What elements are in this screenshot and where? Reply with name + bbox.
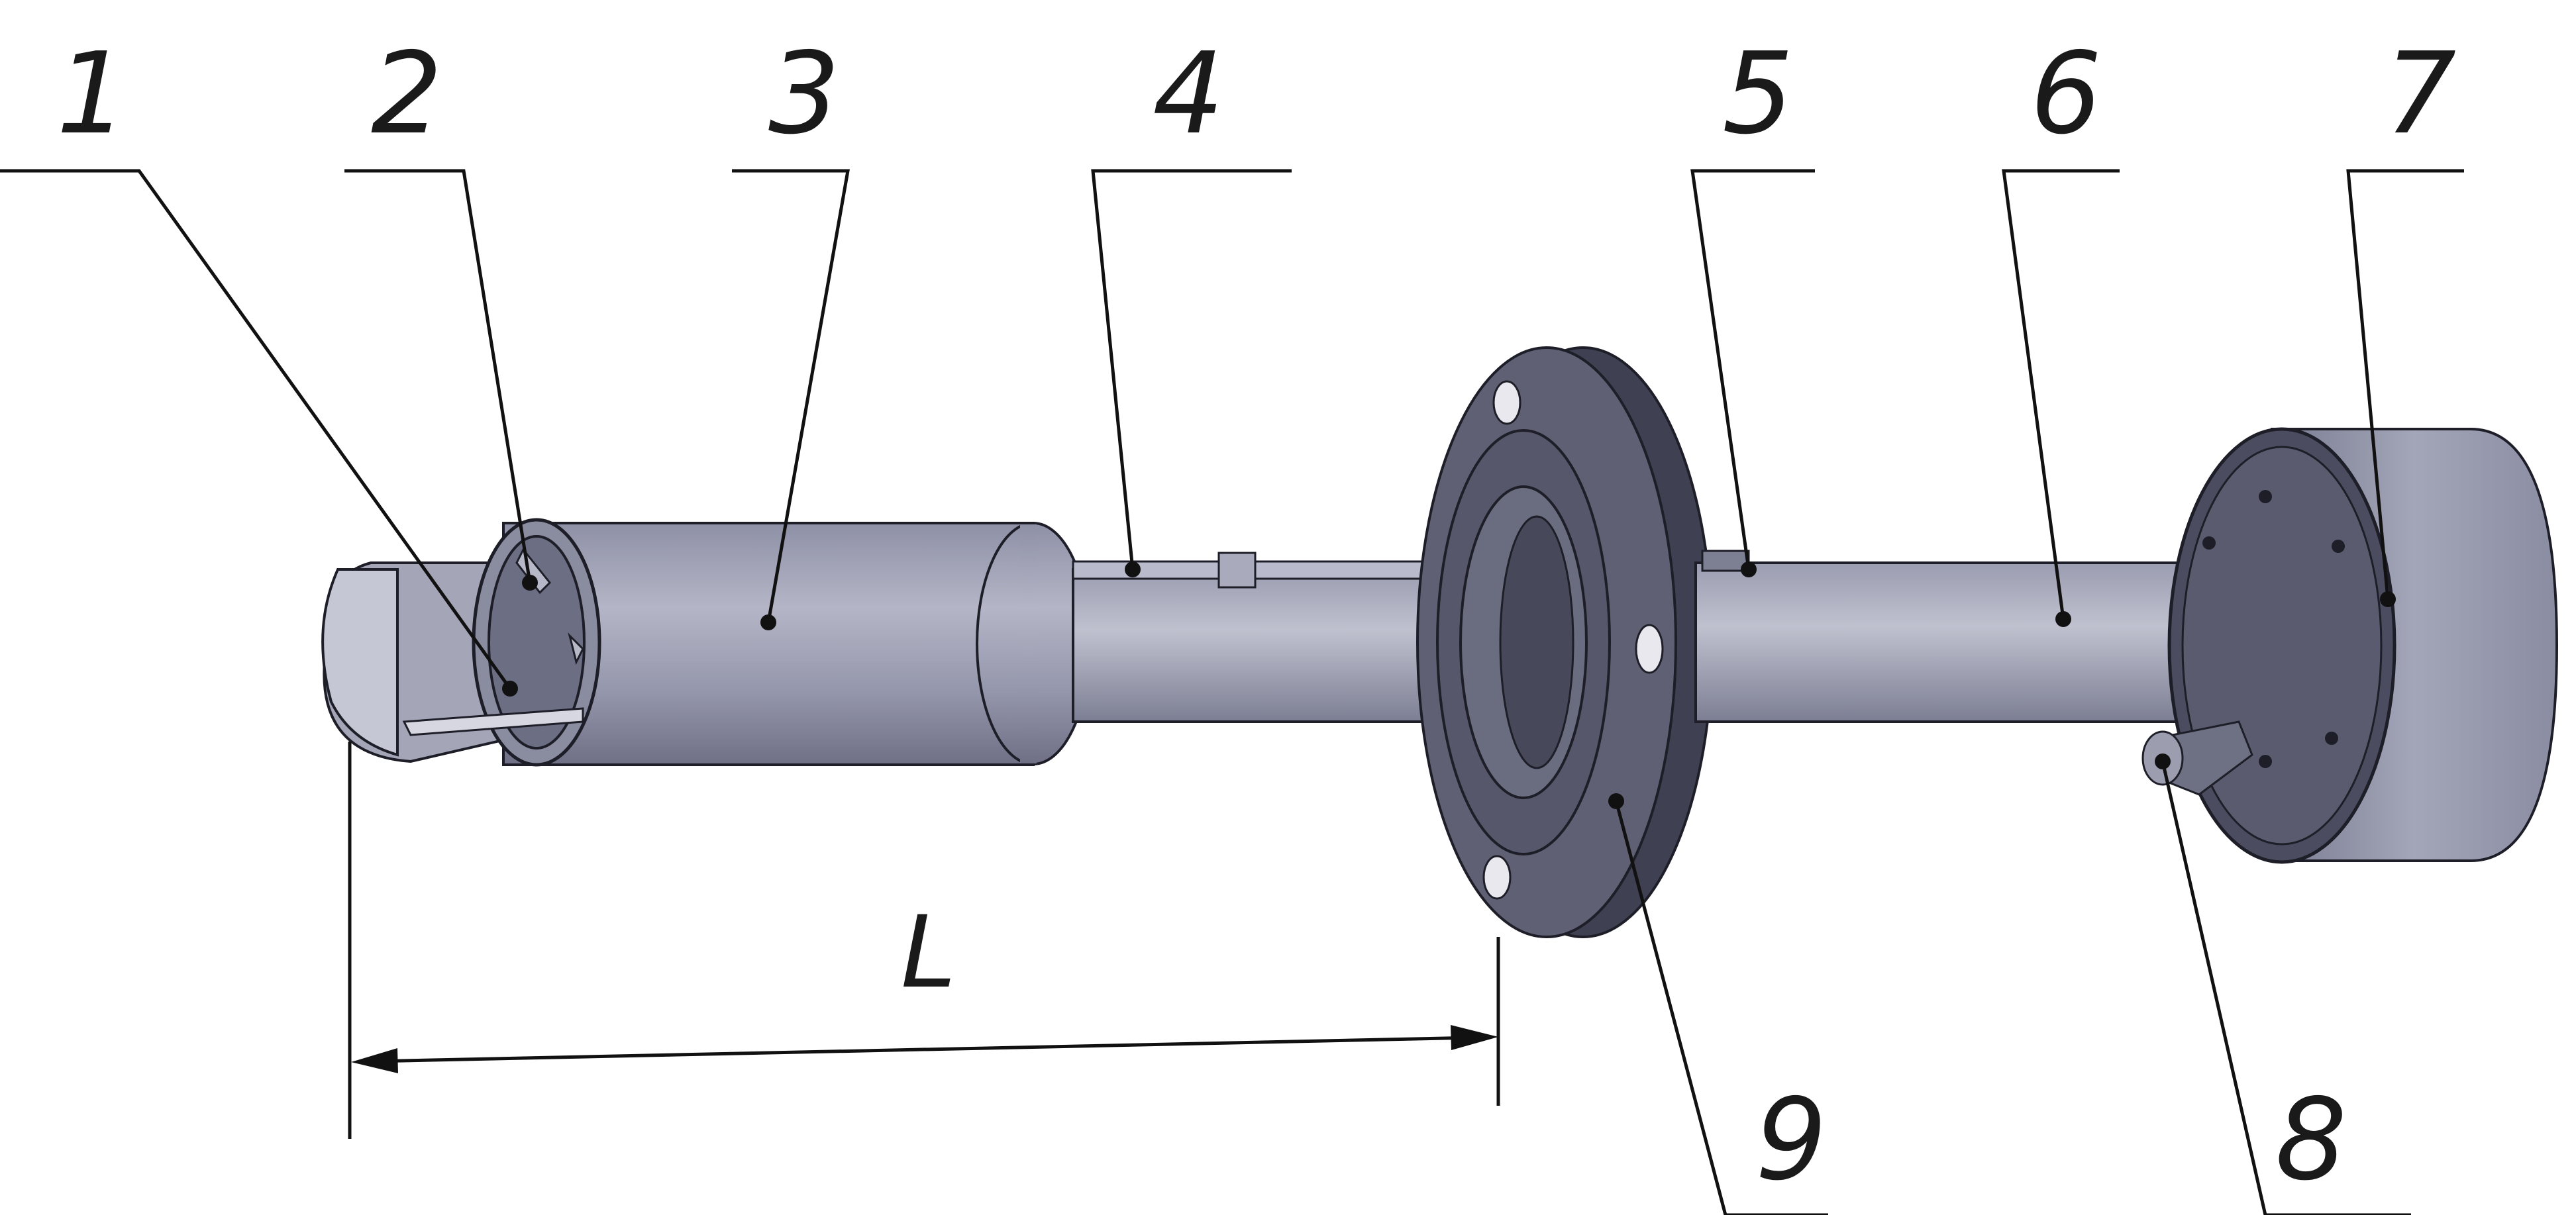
callout-number-5: 5 [1722,28,1794,160]
leader-7 [2346,169,2464,600]
callout-number-3: 3 [768,28,840,160]
leader-9 [1614,801,1828,1215]
callout-number-6: 6 [2030,28,2102,160]
cutaway-tube-end [321,518,601,767]
leader-3 [732,169,850,623]
leader-8 [2161,761,2411,1215]
leader-2 [344,169,532,583]
leader-4 [1091,169,1292,570]
callout-number-9: 9 [1755,1075,1827,1206]
leader-1 [0,169,512,690]
end-housing [2167,427,2559,864]
callout-number-2: 2 [371,28,442,160]
dimension-line [370,1036,1478,1063]
dimension-label: L [901,895,956,1010]
leader-6 [2002,169,2120,620]
flange [1416,346,1714,938]
callout-number-8: 8 [2275,1075,2347,1206]
arrowhead-right [1451,1025,1498,1050]
callout-numbers: 1 2 3 4 5 6 7 8 9 [56,28,2456,1206]
arrowhead-left [351,1048,398,1073]
leader-5 [1690,169,1815,570]
callout-number-4: 4 [1153,28,1224,160]
callout-number-7: 7 [2385,28,2456,160]
dimension-l: L [348,742,1500,1139]
callout-leaders [0,169,2464,1215]
callout-number-1: 1 [56,28,128,160]
